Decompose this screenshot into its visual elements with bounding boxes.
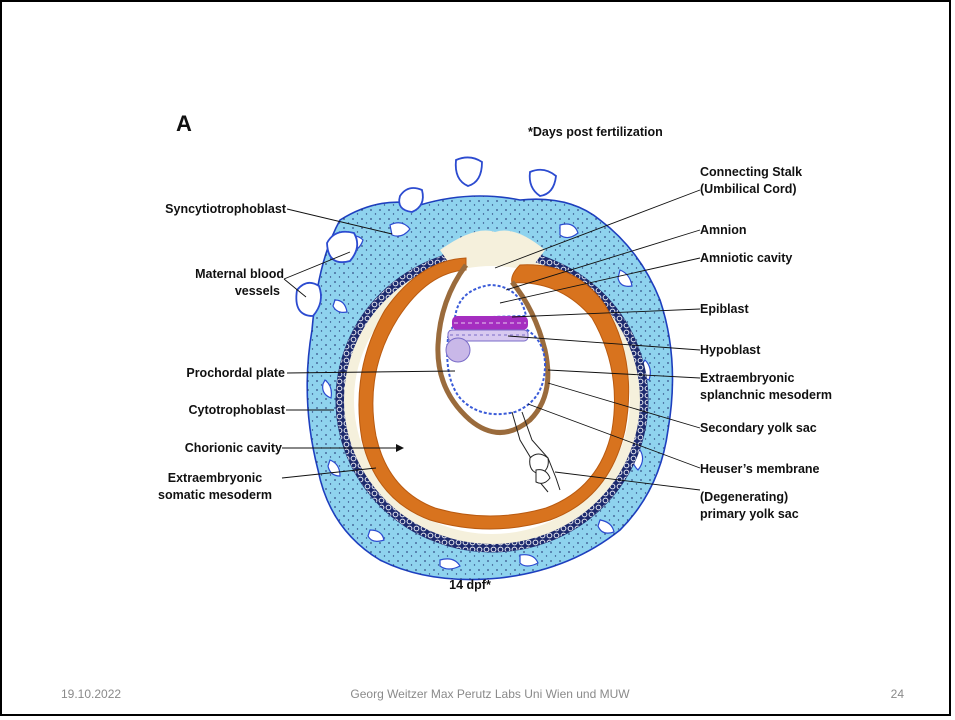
label-amniotic-cavity: Amniotic cavity	[700, 250, 792, 266]
footer-date: 19.10.2022	[61, 687, 121, 701]
label-degenerating-1: (Degenerating)	[700, 489, 788, 505]
label-amnion: Amnion	[700, 222, 747, 238]
prochordal-plate	[446, 338, 470, 362]
label-extraembryonic-somatic-1: Extraembryonic	[150, 470, 280, 486]
label-chorionic-cavity: Chorionic cavity	[130, 440, 282, 456]
label-maternal-blood-1: Maternal blood	[150, 266, 284, 282]
footer-author: Georg Weitzer Max Perutz Labs Uni Wien u…	[300, 687, 680, 701]
label-connecting-stalk-1: Connecting Stalk	[700, 164, 802, 180]
label-syncytiotrophoblast: Syncytiotrophoblast	[130, 201, 286, 217]
epiblast-layer	[452, 316, 528, 330]
label-hypoblast: Hypoblast	[700, 342, 760, 358]
caption-14dpf: 14 dpf*	[420, 577, 520, 593]
label-heusers-membrane: Heuser’s membrane	[700, 461, 820, 477]
panel-letter: A	[176, 111, 192, 137]
footer-page-number: 24	[880, 687, 904, 701]
label-cytotrophoblast: Cytotrophoblast	[130, 402, 285, 418]
label-maternal-blood-2: vessels	[150, 283, 280, 299]
label-degenerating-2: primary yolk sac	[700, 506, 799, 522]
label-epiblast: Epiblast	[700, 301, 749, 317]
label-connecting-stalk-2: (Umbilical Cord)	[700, 181, 797, 197]
label-extraembryonic-splanchnic-2: splanchnic mesoderm	[700, 387, 832, 403]
days-note: *Days post fertilization	[528, 124, 663, 140]
label-secondary-yolk-sac: Secondary yolk sac	[700, 420, 817, 436]
label-extraembryonic-somatic-2: somatic mesoderm	[150, 487, 280, 503]
label-extraembryonic-splanchnic-1: Extraembryonic	[700, 370, 794, 386]
label-prochordal-plate: Prochordal plate	[130, 365, 285, 381]
